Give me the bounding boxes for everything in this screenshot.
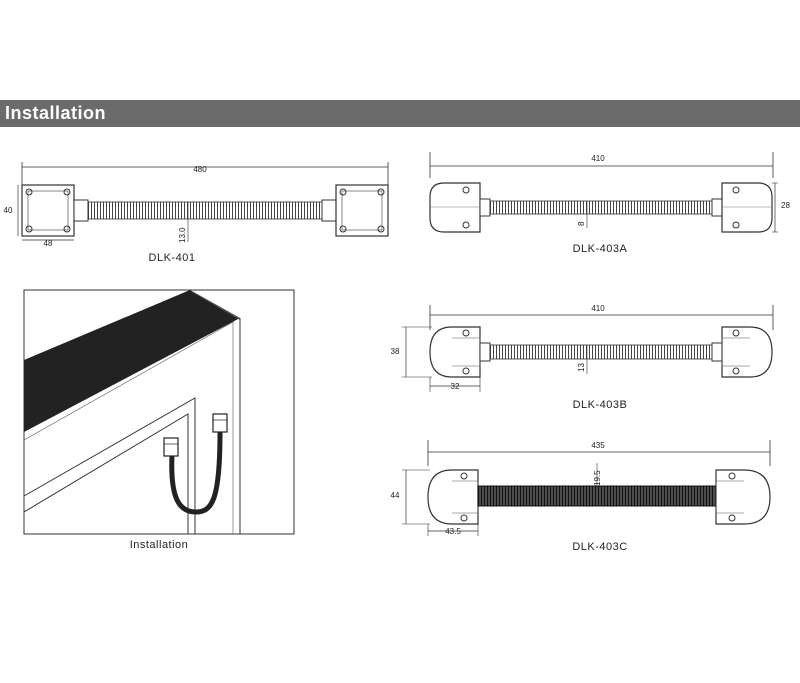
dlk-401-height-label: 40 <box>4 206 13 215</box>
dlk-403c-model-label: DLK-403C <box>572 541 627 553</box>
section-title: Installation <box>5 103 107 123</box>
dlk-403a-length-label: 410 <box>591 154 605 163</box>
dlk-403b-width-label: 32 <box>451 382 460 391</box>
dlk-403c-height-label: 44 <box>391 491 400 500</box>
dlk-403a-tube-label: 8 <box>577 221 586 226</box>
dlk-403a-height-label: 28 <box>781 201 790 210</box>
dlk-403c-tube-label: 19.5 <box>593 470 602 486</box>
dlk-403b-drawing: 410 38 32 13 DLK-403B <box>391 304 774 411</box>
dlk-403c-drawing: 435 44 43.5 19.5 DLK-403C <box>391 440 771 553</box>
dlk-403b-model-label: DLK-403B <box>573 399 628 411</box>
dlk-403a-model-label: DLK-403A <box>573 243 628 255</box>
dlk-403b-length-label: 410 <box>591 304 605 313</box>
dlk-403c-length-label: 435 <box>591 441 605 450</box>
dlk-403b-height-label: 38 <box>391 347 400 356</box>
dlk-403b-tube-label: 13 <box>577 363 586 372</box>
dlk-401-drawing: 480 40 48 13.0 DLK-401 <box>4 162 389 264</box>
dlk-401-width-label: 48 <box>44 239 53 248</box>
dlk-403a-drawing: 410 28 8 DLK-403A <box>429 152 790 255</box>
installation-illustration: Installation <box>23 289 295 551</box>
dlk-401-tube-label: 13.0 <box>178 227 187 243</box>
dlk-401-model-label: DLK-401 <box>149 252 196 264</box>
dlk-403c-width-label: 43.5 <box>445 527 461 536</box>
dlk-401-length-label: 480 <box>193 165 207 174</box>
installation-caption: Installation <box>130 539 189 551</box>
section-header-bar: Installation <box>0 100 800 127</box>
